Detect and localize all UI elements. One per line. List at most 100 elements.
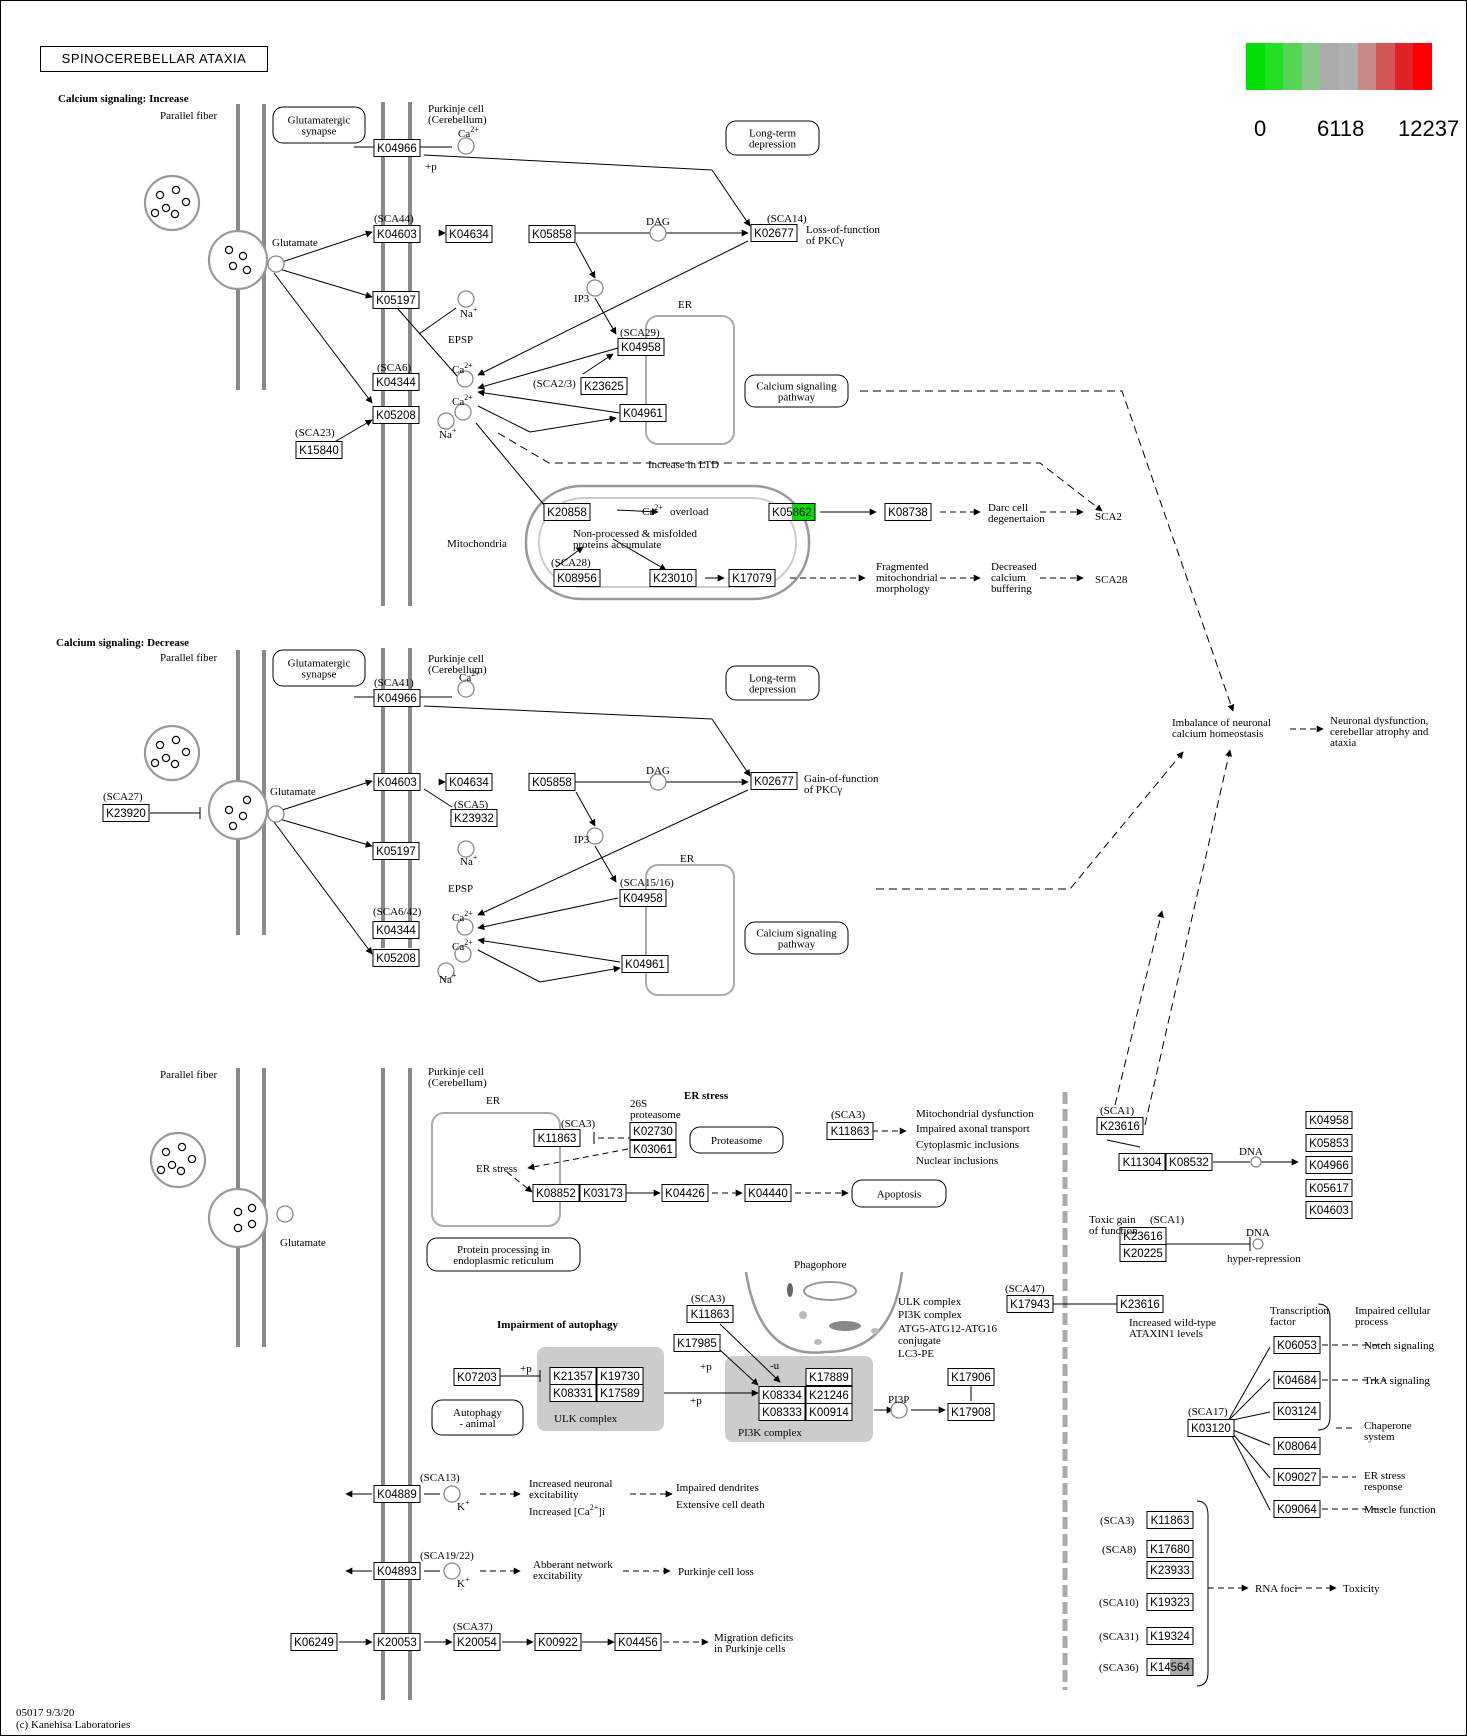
gene-node-k05858[interactable]: K05858: [528, 773, 576, 791]
gene-node-k06053[interactable]: K06053: [1273, 1336, 1321, 1354]
gene-node-k11863[interactable]: K11863: [686, 1305, 734, 1323]
gene-node-k04603[interactable]: K04603: [1305, 1201, 1353, 1219]
gene-node-k02677[interactable]: K02677: [750, 772, 798, 790]
gene-node-k08333[interactable]: K08333: [758, 1403, 806, 1421]
gene-node-k03061[interactable]: K03061: [629, 1140, 677, 1158]
atg-conjugate-label: conjugate: [898, 1335, 941, 1347]
gene-node-k19730[interactable]: K19730: [596, 1367, 644, 1385]
gene-node-k04961[interactable]: K04961: [619, 404, 667, 422]
gene-node-k17985[interactable]: K17985: [673, 1334, 721, 1352]
autophagy-animal-link[interactable]: Autophagy- animal: [431, 1399, 524, 1436]
gene-node-k04603[interactable]: K04603: [373, 773, 421, 791]
gene-node-k17680[interactable]: K17680: [1146, 1540, 1194, 1558]
gene-node-k20225[interactable]: K20225: [1119, 1244, 1167, 1262]
gene-node-k08064[interactable]: K08064: [1273, 1437, 1321, 1455]
gene-node-k00922[interactable]: K00922: [534, 1633, 582, 1651]
gene-node-k21357[interactable]: K21357: [549, 1367, 597, 1385]
gene-node-k05862[interactable]: K05862: [768, 503, 816, 521]
gene-node-k11863[interactable]: K11863: [533, 1129, 581, 1147]
neuronal-dysfunction-label: cerebellar atrophy and: [1330, 726, 1429, 738]
apoptosis-link[interactable]: Apoptosis: [851, 1179, 947, 1208]
gene-node-k04958[interactable]: K04958: [617, 338, 665, 356]
gene-node-k05208[interactable]: K05208: [372, 406, 420, 424]
gene-node-k04966[interactable]: K04966: [373, 139, 421, 157]
gene-node-k06249[interactable]: K06249: [290, 1633, 338, 1651]
map-title[interactable]: SPINOCEREBELLAR ATAXIA: [40, 46, 268, 72]
gene-node-k04603[interactable]: K04603: [373, 225, 421, 243]
gene-node-k03120[interactable]: K03120: [1187, 1419, 1235, 1437]
gene-node-k23920[interactable]: K23920: [102, 804, 150, 822]
gene-node-k05617[interactable]: K05617: [1305, 1179, 1353, 1197]
fragmented-label: morphology: [876, 583, 930, 595]
gene-node-k08852[interactable]: K08852: [532, 1184, 580, 1202]
gene-node-k04966[interactable]: K04966: [373, 689, 421, 707]
gene-node-k02677[interactable]: K02677: [750, 224, 798, 242]
gene-node-k04634[interactable]: K04634: [445, 225, 493, 243]
proteasome-link[interactable]: Proteasome: [689, 1126, 784, 1154]
gene-node-k07203[interactable]: K07203: [453, 1368, 501, 1386]
gene-node-k04426[interactable]: K04426: [661, 1184, 709, 1202]
gene-node-k23616[interactable]: K23616: [1096, 1117, 1144, 1135]
gene-node-k17908[interactable]: K17908: [947, 1403, 995, 1421]
gene-node-k02730[interactable]: K02730: [629, 1122, 677, 1140]
gene-node-k23932[interactable]: K23932: [450, 809, 498, 827]
gene-node-k03173[interactable]: K03173: [579, 1184, 627, 1202]
gene-node-k20858[interactable]: K20858: [543, 503, 591, 521]
gene-node-k05858[interactable]: K05858: [528, 225, 576, 243]
gene-node-k00914[interactable]: K00914: [805, 1403, 853, 1421]
gene-node-k11863[interactable]: K11863: [826, 1122, 874, 1140]
gene-node-k04958[interactable]: K04958: [619, 889, 667, 907]
gene-node-k17943[interactable]: K17943: [1006, 1295, 1054, 1313]
gene-node-k23010[interactable]: K23010: [649, 569, 697, 587]
gene-node-k09027[interactable]: K09027: [1273, 1468, 1321, 1486]
gene-node-k04893[interactable]: K04893: [373, 1562, 421, 1580]
gene-node-k05197[interactable]: K05197: [372, 291, 420, 309]
gene-node-k23625[interactable]: K23625: [580, 377, 628, 395]
gene-node-k20054[interactable]: K20054: [453, 1633, 501, 1651]
gene-node-k05853[interactable]: K05853: [1305, 1134, 1353, 1152]
gene-node-k19324[interactable]: K19324: [1146, 1627, 1194, 1645]
gene-node-k17079[interactable]: K17079: [728, 569, 776, 587]
gene-node-k04456[interactable]: K04456: [614, 1633, 662, 1651]
gene-node-k09064[interactable]: K09064: [1273, 1500, 1321, 1518]
gene-node-k05197[interactable]: K05197: [372, 842, 420, 860]
gene-node-k04344[interactable]: K04344: [372, 921, 420, 939]
gene-node-k05208[interactable]: K05208: [372, 949, 420, 967]
gene-node-k08738[interactable]: K08738: [884, 503, 932, 521]
gene-node-k04634[interactable]: K04634: [445, 773, 493, 791]
gene-node-k23933[interactable]: K23933: [1146, 1561, 1194, 1579]
gene-node-k04440[interactable]: K04440: [744, 1184, 792, 1202]
gene-node-k08334[interactable]: K08334: [758, 1386, 806, 1404]
gene-node-k04958[interactable]: K04958: [1305, 1111, 1353, 1129]
gene-node-k08956[interactable]: K08956: [553, 569, 601, 587]
gene-node-k23616[interactable]: K23616: [1116, 1295, 1164, 1313]
gene-node-k19323[interactable]: K19323: [1146, 1593, 1194, 1611]
gene-node-k17889[interactable]: K17889: [805, 1368, 853, 1386]
gene-node-k21246[interactable]: K21246: [805, 1386, 853, 1404]
gene-node-k14564[interactable]: K14564: [1146, 1658, 1194, 1676]
sca-label-sca3: (SCA3): [691, 1293, 726, 1305]
gene-node-k11304[interactable]: K11304: [1118, 1153, 1166, 1171]
gene-node-k04344[interactable]: K04344: [372, 373, 420, 391]
gene-node-k15840[interactable]: K15840: [295, 441, 343, 459]
gene-node-k23616[interactable]: K23616: [1119, 1227, 1167, 1245]
gene-node-k17906[interactable]: K17906: [947, 1368, 995, 1386]
gene-node-k04889[interactable]: K04889: [373, 1485, 421, 1503]
gene-node-k20053[interactable]: K20053: [373, 1633, 421, 1651]
impaired-process-label: process: [1355, 1316, 1388, 1328]
gene-node-k03124[interactable]: K03124: [1273, 1402, 1321, 1420]
gene-node-k11863[interactable]: K11863: [1146, 1511, 1194, 1529]
gene-node-k08331[interactable]: K08331: [549, 1384, 597, 1402]
gene-node-k04684[interactable]: K04684: [1273, 1371, 1321, 1389]
gene-node-k08532[interactable]: K08532: [1165, 1153, 1213, 1171]
gene-node-k04966[interactable]: K04966: [1305, 1156, 1353, 1174]
gene-node-k17589[interactable]: K17589: [596, 1384, 644, 1402]
gene-node-k04961[interactable]: K04961: [621, 955, 669, 973]
